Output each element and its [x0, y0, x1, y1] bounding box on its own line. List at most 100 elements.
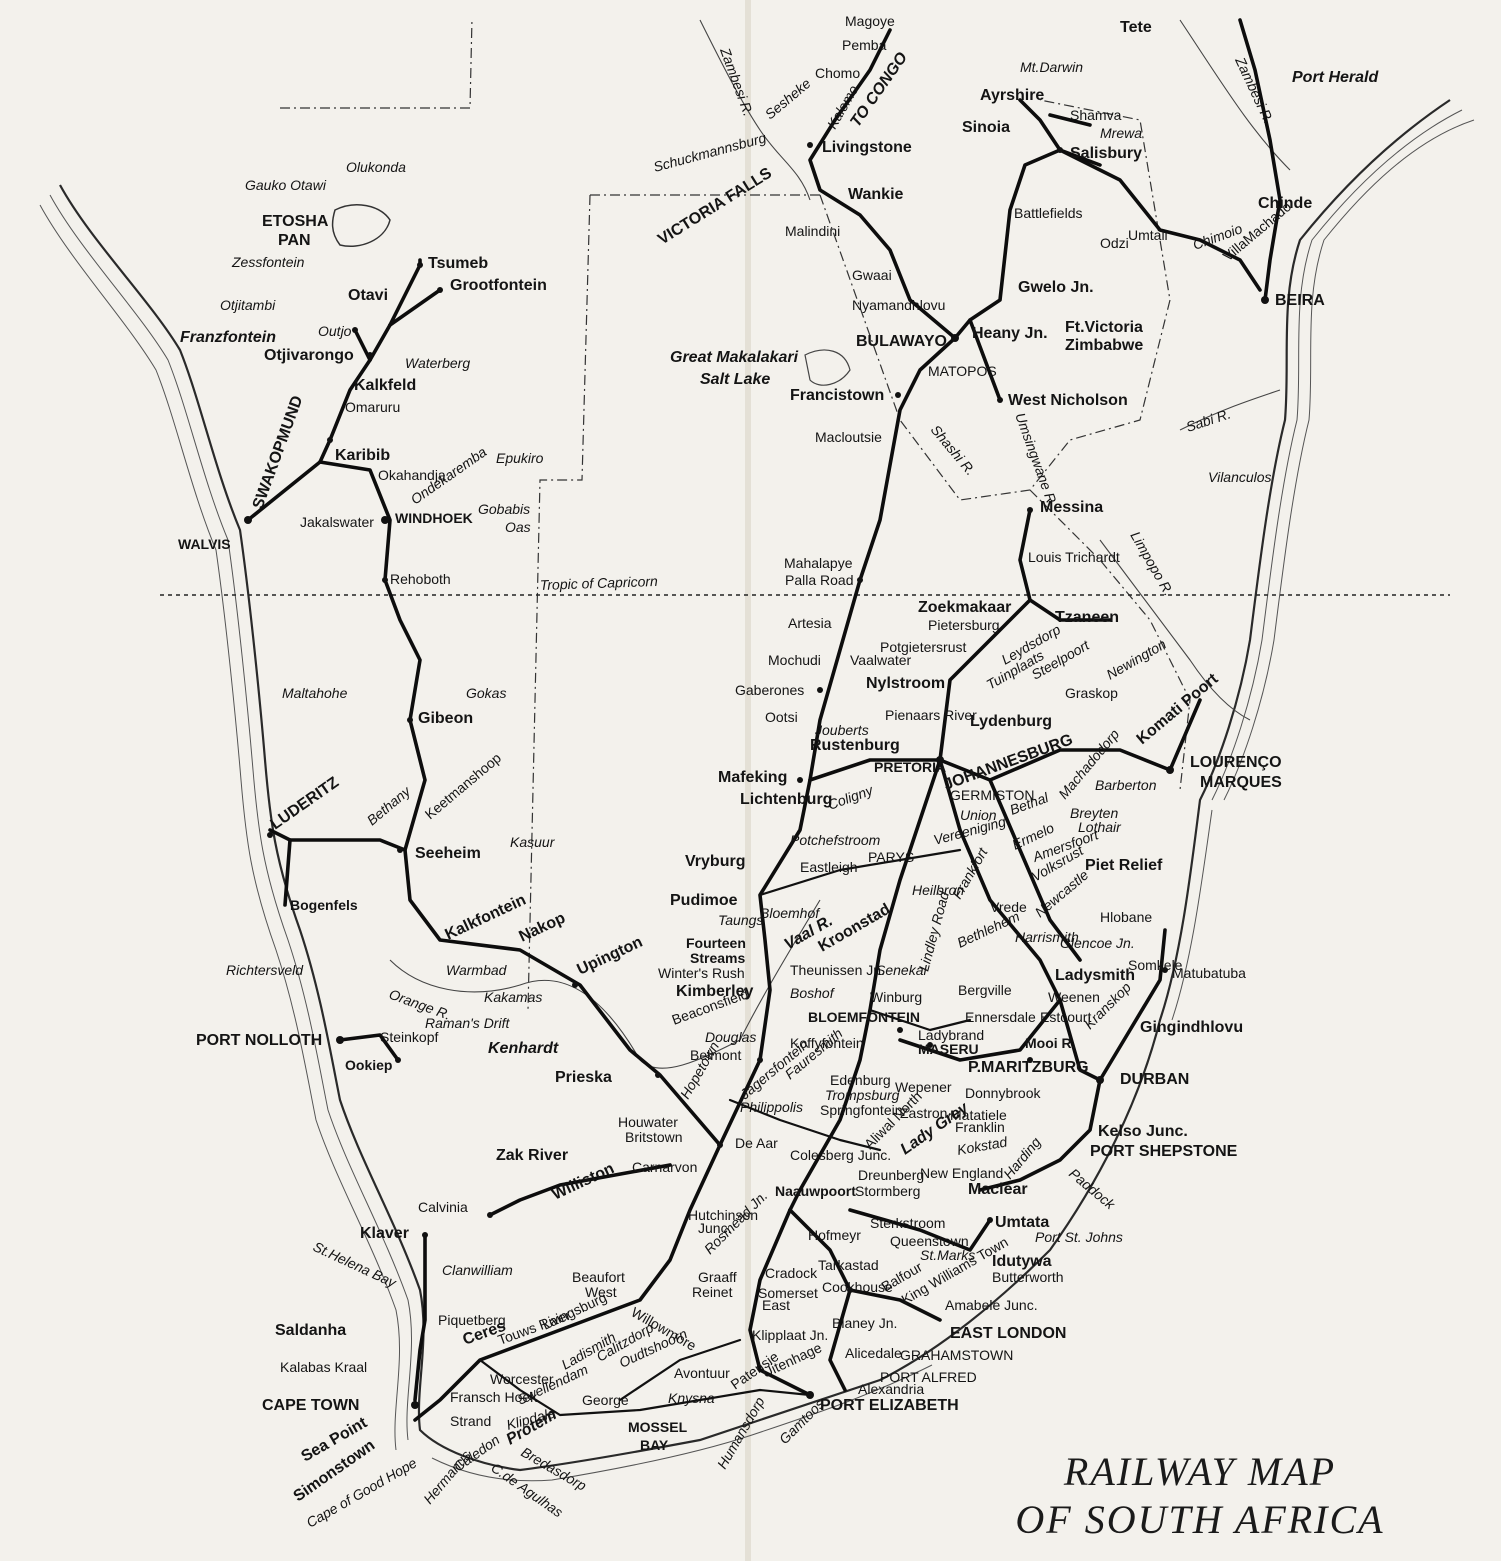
label-fourteen: Fourteen [686, 935, 746, 951]
label-vryburg: Vryburg [685, 853, 745, 870]
label-somkele: Somkele [1128, 957, 1183, 973]
label-breyten: Breyten [1070, 805, 1118, 821]
label-boshof: Boshof [790, 985, 836, 1001]
label-senekal: Senekal [876, 962, 927, 978]
label-trompsburg: Trompsburg [825, 1087, 900, 1103]
label-bulawayo: BULAWAYO [856, 333, 947, 350]
label-pudimoe: Pudimoe [670, 892, 738, 909]
label-great-makalakari: Great Makalakari [670, 349, 799, 366]
label-port-st-johns: Port St. Johns [1035, 1229, 1123, 1245]
label-queenstown: Queenstown [890, 1233, 969, 1249]
label-graaff: Graaff [698, 1269, 737, 1285]
label-de-aar: De Aar [735, 1135, 778, 1151]
label-etosha: ETOSHA [262, 213, 329, 230]
label-tzaneen: Tzaneen [1055, 609, 1119, 626]
label-mochudi: Mochudi [768, 652, 821, 668]
label-ramans-drift: Raman's Drift [425, 1015, 510, 1031]
label-gokas: Gokas [466, 685, 506, 701]
label-butterworth: Butterworth [992, 1269, 1064, 1285]
label-jakalswater: Jakalswater [300, 514, 374, 530]
label-kelso-junc: Kelso Junc. [1098, 1123, 1188, 1140]
label-rehoboth: Rehoboth [390, 571, 451, 587]
label-springfontein: Springfontein [820, 1102, 903, 1118]
label-umtali: Umtali [1128, 227, 1168, 243]
label-st-marks: St.Marks [920, 1247, 975, 1263]
label-potgietersrust: Potgietersrust [880, 639, 966, 655]
label-gaberones: Gaberones [735, 682, 804, 698]
label-sinoia: Sinoia [962, 119, 1010, 136]
label-somerset-east: East [762, 1297, 790, 1313]
label-amabele: Amabele Junc. [945, 1297, 1038, 1313]
map-title-line2: OF SOUTH AFRICA [1015, 1497, 1385, 1542]
label-hlobane: Hlobane [1100, 909, 1152, 925]
label-west-nicholson: West Nicholson [1008, 392, 1128, 409]
label-grahamstown: GRAHAMSTOWN [900, 1347, 1013, 1363]
label-pan: PAN [278, 232, 311, 249]
label-zak-river: Zak River [496, 1147, 568, 1164]
label-taungs: Taungs [718, 912, 763, 928]
label-zessfontein: Zessfontein [231, 254, 305, 270]
label-lourenco: LOURENÇO [1190, 754, 1282, 771]
label-idutywa: Idutywa [992, 1253, 1052, 1270]
label-matatiele: Matatiele [950, 1107, 1007, 1123]
label-glencoe: Glencoe Jn. [1060, 935, 1135, 951]
label-matubatuba: Matubatuba [1172, 965, 1246, 981]
label-bloemfontein: BLOEMFONTEIN [808, 1009, 920, 1025]
label-gibeon: Gibeon [418, 710, 473, 727]
label-malindini: Malindini [785, 223, 840, 239]
label-port-shepstone: PORT SHEPSTONE [1090, 1143, 1238, 1160]
label-winters-rush: Winter's Rush [658, 965, 745, 981]
label-saldanha: Saldanha [275, 1322, 346, 1339]
salt-lake-shape [804, 349, 851, 386]
label-salt-lake: Salt Lake [700, 371, 770, 388]
label-battlefields: Battlefields [1014, 205, 1082, 221]
label-mahalapye: Mahalapye [784, 555, 853, 571]
label-new-england: New England [920, 1165, 1003, 1181]
label-zoekmakaar: Zoekmakaar [918, 599, 1011, 616]
label-chomo: Chomo [815, 65, 860, 81]
label-vaalwater: Vaalwater [850, 652, 912, 668]
label-douglas: Douglas [705, 1029, 756, 1045]
label-klaver: Klaver [360, 1225, 409, 1242]
label-gwelo-jn: Gwelo Jn. [1018, 279, 1094, 296]
label-oas: Oas [505, 519, 531, 535]
label-p-maritzburg: P.MARITZBURG [968, 1059, 1089, 1076]
west-coastline [39, 99, 1475, 1482]
label-worden: Harrismith [1015, 929, 1079, 945]
label-cookhouse: Cookhouse [822, 1279, 893, 1295]
label-alicedale: Alicedale [845, 1345, 902, 1361]
label-bloemhof: Bloemhof [760, 905, 821, 921]
label-matopos: MATOPOS [928, 363, 997, 379]
label-kimberley: Kimberley [676, 983, 753, 1000]
label-artesia: Artesia [788, 615, 832, 631]
label-prieska: Prieska [555, 1069, 612, 1086]
label-mt-darwin: Mt.Darwin [1020, 59, 1083, 75]
label-tarkastad: Tarkastad [818, 1257, 879, 1273]
label-livingstone: Livingstone [822, 139, 912, 156]
label-lothair: Lothair [1078, 819, 1122, 835]
label-avontuur: Avontuur [674, 1365, 730, 1381]
political-borders [280, 17, 1191, 1011]
label-ladysmith: Ladysmith [1055, 967, 1135, 984]
label-kasuur: Kasuur [510, 834, 556, 850]
label-houwater: Houwater [618, 1114, 678, 1130]
label-potchefstroom: Potchefstroom [790, 832, 881, 848]
label-ladybrand: Ladybrand [918, 1027, 984, 1043]
label-streams: Streams [690, 950, 745, 966]
label-omaruru: Omaruru [345, 399, 400, 415]
label-cape-town: CAPE TOWN [262, 1397, 359, 1414]
label-piquetberg: Piquetberg [438, 1312, 506, 1328]
label-port-elizabeth: PORT ELIZABETH [820, 1397, 959, 1414]
label-donnybrook: Donnybrook [965, 1085, 1041, 1101]
label-chinde: Chinde [1258, 195, 1312, 212]
label-calvinia: Calvinia [418, 1199, 468, 1215]
map-title-line1: RAILWAY MAP [1063, 1449, 1337, 1494]
label-beaufort: Beaufort [572, 1269, 625, 1285]
label-waterberg: Waterberg [405, 355, 470, 371]
label-otjivarongo: Otjivarongo [264, 347, 354, 364]
label-zimbabwe: Zimbabwe [1065, 337, 1143, 354]
label-nylstroom: Nylstroom [866, 675, 945, 692]
label-mossel: MOSSEL [628, 1419, 688, 1435]
label-kakamas: Kakamas [484, 989, 542, 1005]
label-maclear: Maclear [968, 1181, 1028, 1198]
